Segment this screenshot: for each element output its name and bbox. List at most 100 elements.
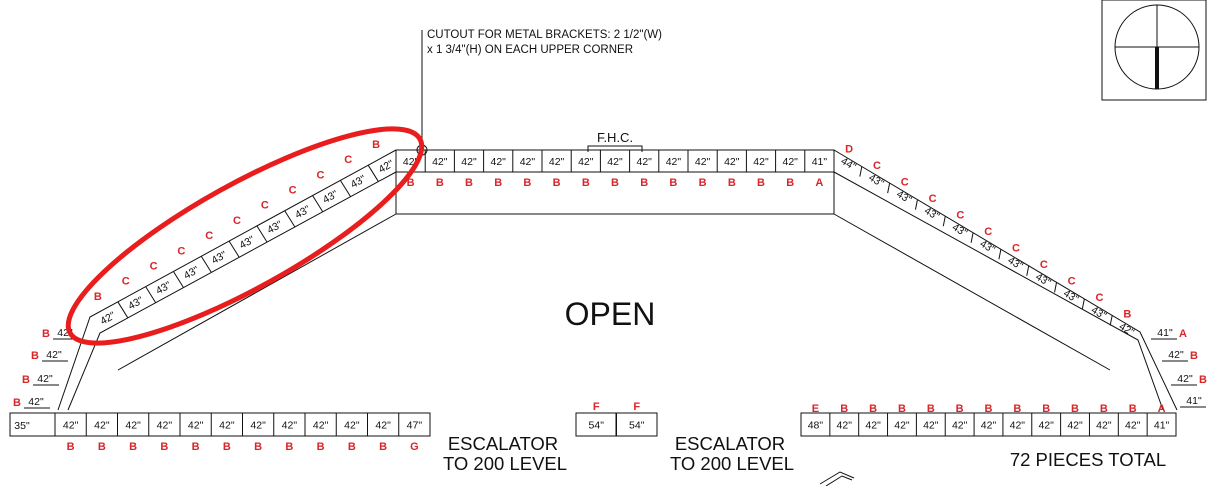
segment-divider <box>1054 282 1058 293</box>
segment-label: C <box>289 185 297 197</box>
escalator-right-line1: ESCALATOR <box>675 433 785 454</box>
segment-label: B <box>669 177 677 189</box>
vertical-piece-size: 42" <box>46 349 62 361</box>
vertical-piece-label: B <box>1190 350 1198 362</box>
left-vertical-pieces: 42"B42"B42"B42"B <box>13 327 79 409</box>
highlight-ellipse <box>65 126 425 346</box>
vertical-piece-size: 41" <box>1186 395 1202 407</box>
center-row: 54"F54"F <box>589 401 645 436</box>
segment-divider <box>339 180 351 197</box>
segment-divider <box>914 199 918 210</box>
segment-size: 43" <box>866 172 886 190</box>
total-pieces-label: 72 PIECES TOTAL <box>1010 449 1166 470</box>
segment-label: B <box>985 403 993 415</box>
segment-label: B <box>160 441 168 453</box>
segment-size: 42" <box>695 156 711 168</box>
segment-size: 42" <box>282 420 298 432</box>
segment-label: B <box>379 441 387 453</box>
segment-size: 42" <box>724 156 740 168</box>
segment-size: 42" <box>981 420 997 432</box>
segment-size: 42" <box>1067 420 1083 432</box>
segment-divider <box>173 271 184 288</box>
vertical-piece-size: 42" <box>1168 349 1184 361</box>
escalator-left-line1: ESCALATOR <box>448 433 558 454</box>
segment-label: C <box>177 245 185 257</box>
segment-label: B <box>1071 403 1079 415</box>
segment-size: 42" <box>923 420 939 432</box>
segment-label: C <box>316 169 324 181</box>
compass-icon <box>1114 4 1200 90</box>
segment-divider <box>117 301 129 319</box>
segment-size: 42" <box>188 420 204 432</box>
segment-label: B <box>285 441 293 453</box>
segment-size: 42" <box>375 420 391 432</box>
segment-label: B <box>407 177 415 189</box>
segment-size: 42" <box>250 420 266 432</box>
segment-label: B <box>254 441 262 453</box>
segment-size: 42" <box>578 156 594 168</box>
segment-size: 42" <box>1117 321 1137 339</box>
segment-size: 54" <box>629 420 645 432</box>
segment-size: 42" <box>782 156 798 168</box>
bottom-left-end-size: 35" <box>14 420 30 432</box>
segment-label: B <box>553 177 561 189</box>
segment-label: C <box>1095 292 1103 304</box>
segment-size: 43" <box>950 221 970 239</box>
right-diagonal-row: 44"D43"C43"C43"C43"C43"C43"C43"C43"C43"C… <box>839 143 1137 339</box>
segment-divider <box>145 286 157 303</box>
vertical-piece-size: 42" <box>28 396 44 408</box>
segment-divider <box>312 195 323 212</box>
segment-size: 42" <box>607 156 623 168</box>
segment-size: 43" <box>1061 287 1081 305</box>
segment-divider <box>887 182 891 194</box>
segment-divider <box>367 164 379 182</box>
segment-label: B <box>94 291 102 303</box>
segment-label: B <box>898 403 906 415</box>
segment-size: 42" <box>865 420 881 432</box>
segment-label: B <box>98 441 106 453</box>
segment-divider <box>942 216 946 227</box>
segment-divider <box>284 210 296 227</box>
segment-size: 48" <box>808 420 824 432</box>
vertical-piece-size: 41" <box>1157 327 1173 339</box>
segment-divider <box>1081 298 1085 310</box>
segment-label: B <box>348 441 356 453</box>
segment-divider <box>1109 315 1113 326</box>
segment-label: B <box>1129 403 1137 415</box>
segment-label: C <box>956 209 964 221</box>
segment-size: 42" <box>63 420 79 432</box>
structure-outline <box>9 0 1207 486</box>
segment-size: 42" <box>125 420 141 432</box>
segment-label: B <box>465 177 473 189</box>
vertical-piece-size: 42" <box>37 373 53 385</box>
segment-label: B <box>956 403 964 415</box>
vertical-piece-label: B <box>13 397 21 409</box>
segment-label: B <box>317 441 325 453</box>
segment-size: 42" <box>666 156 682 168</box>
segment-size: 42" <box>490 156 506 168</box>
segment-size: 42" <box>952 420 968 432</box>
segment-label: B <box>840 403 848 415</box>
segment-size: 42" <box>549 156 565 168</box>
segment-label: B <box>728 177 736 189</box>
segment-size: 42" <box>1038 420 1054 432</box>
segment-label: B <box>436 177 444 189</box>
vertical-piece-size: 42" <box>1177 373 1193 385</box>
segment-size: 42" <box>94 420 110 432</box>
segment-label: C <box>873 160 881 172</box>
segment-label: B <box>1123 309 1131 321</box>
segment-size: 42" <box>219 420 235 432</box>
segment-label: C <box>901 176 909 188</box>
segment-size: 42" <box>1096 420 1112 432</box>
segment-label: B <box>372 139 380 151</box>
segment-label: B <box>494 177 502 189</box>
segment-label: B <box>1042 403 1050 415</box>
segment-size: 42" <box>753 156 769 168</box>
segment-label: C <box>205 230 213 242</box>
segment-label: B <box>757 177 765 189</box>
segment-size: 43" <box>922 205 942 223</box>
segment-size: 43" <box>1033 271 1053 289</box>
right-vertical-pieces: 41"A42"B42"B41"A <box>1151 327 1207 408</box>
